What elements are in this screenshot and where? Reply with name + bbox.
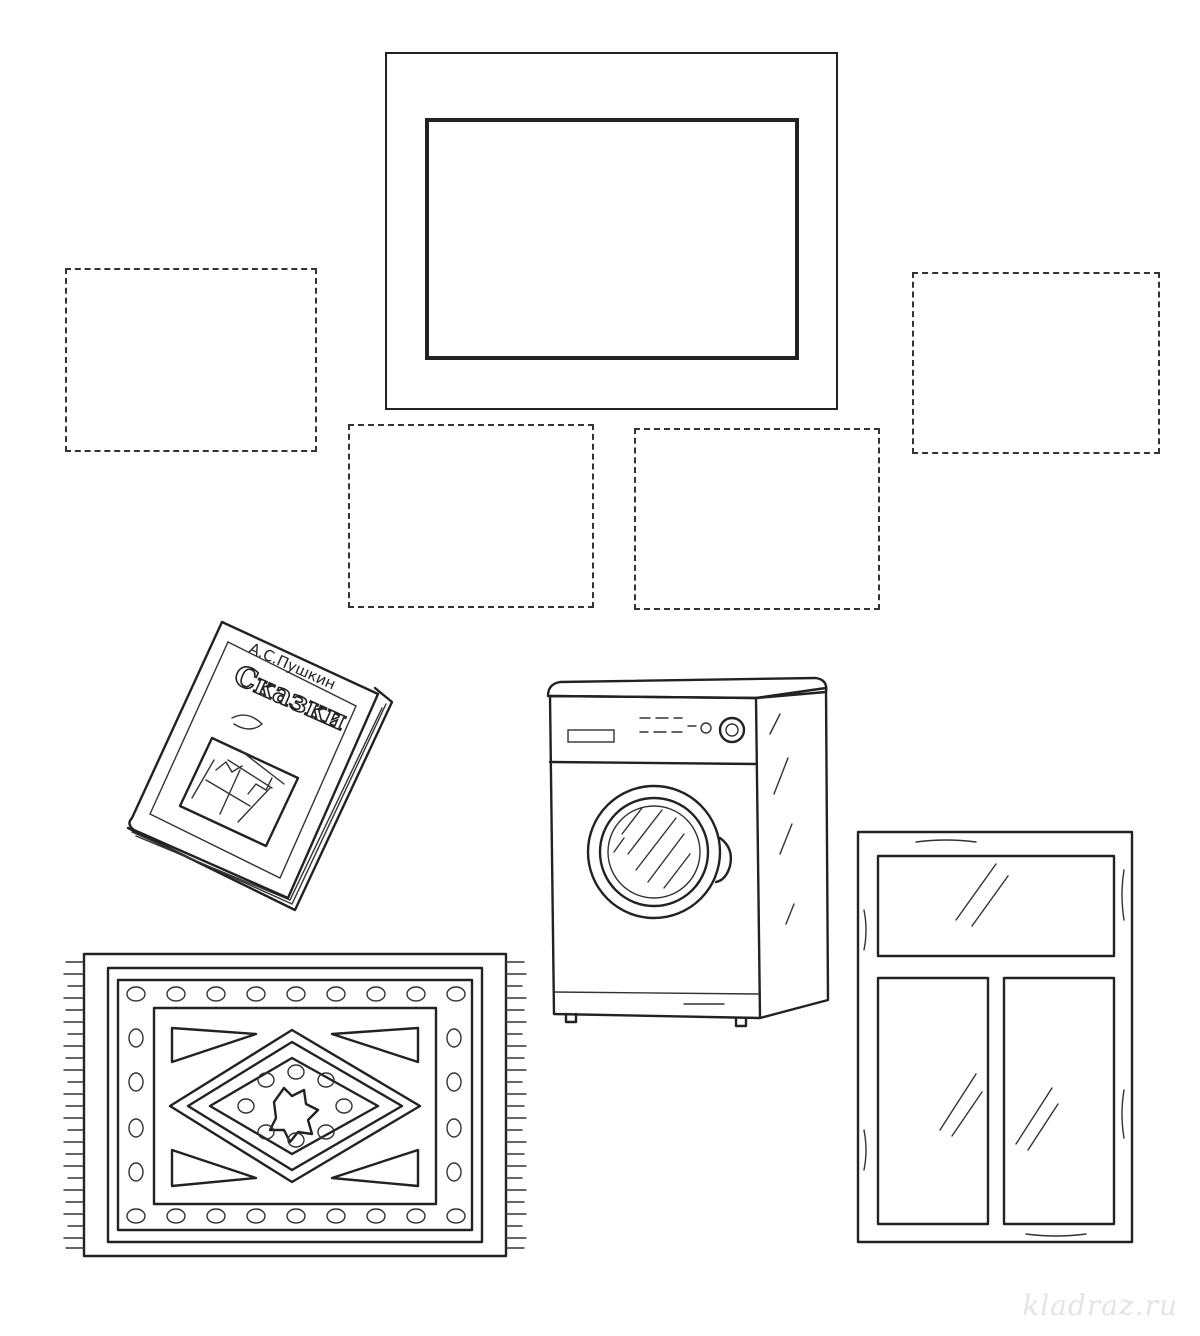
window-icon bbox=[856, 830, 1134, 1244]
washing-machine-illustration[interactable] bbox=[544, 674, 834, 1034]
rug-illustration[interactable] bbox=[60, 942, 530, 1272]
rug-icon bbox=[63, 952, 527, 1258]
picture-frame-inner bbox=[425, 118, 799, 360]
book-icon bbox=[126, 620, 394, 912]
book-illustration[interactable]: А.С.Пушкин Сказки bbox=[120, 610, 400, 912]
picture-frame bbox=[385, 52, 838, 410]
watermark: kladraz.ru bbox=[1022, 1289, 1178, 1322]
washing-machine-icon bbox=[546, 676, 830, 1028]
empty-slot-bottom-right[interactable] bbox=[634, 428, 880, 610]
empty-slot-right[interactable] bbox=[912, 272, 1160, 454]
window-illustration[interactable] bbox=[856, 830, 1136, 1246]
empty-slot-bottom-left[interactable] bbox=[348, 424, 594, 608]
empty-slot-left[interactable] bbox=[65, 268, 317, 452]
